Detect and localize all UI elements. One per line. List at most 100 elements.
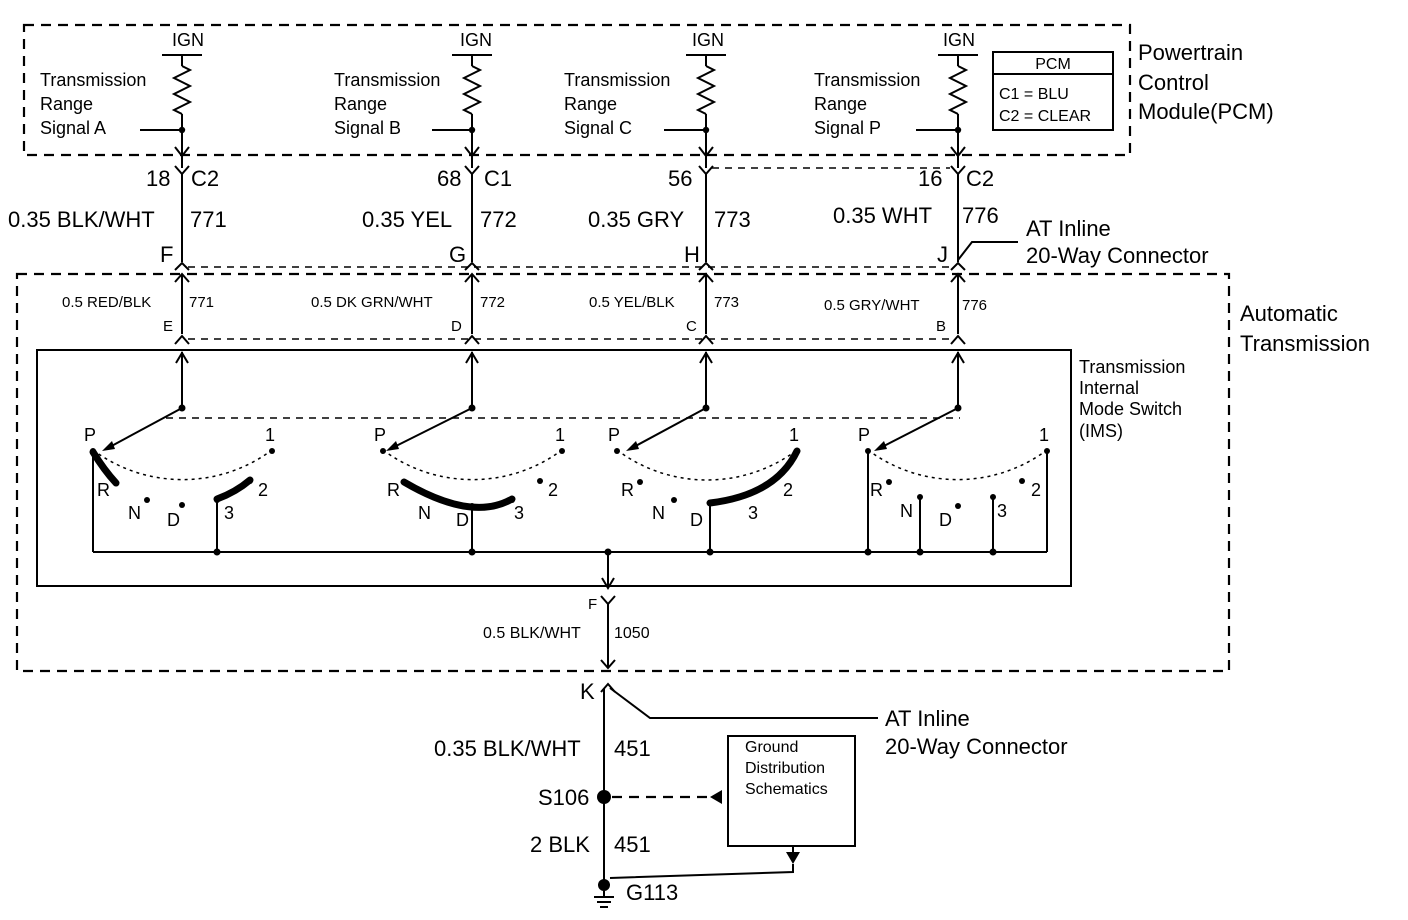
pull-up-resistor: [695, 65, 717, 115]
svg-text:Signal C: Signal C: [564, 118, 632, 138]
svg-text:1: 1: [555, 425, 565, 445]
trans-wire-b: 0.5 GRY/WHT 776 B: [824, 272, 987, 345]
svg-text:773: 773: [714, 207, 751, 232]
svg-text:C1: C1: [484, 166, 512, 191]
svg-text:18: 18: [146, 166, 170, 191]
svg-text:2: 2: [783, 480, 793, 500]
svg-text:(IMS): (IMS): [1079, 421, 1123, 441]
svg-text:R: R: [870, 480, 883, 500]
svg-text:N: N: [900, 501, 913, 521]
svg-text:451: 451: [614, 736, 651, 761]
svg-text:2: 2: [1031, 480, 1041, 500]
svg-text:R: R: [97, 480, 110, 500]
svg-text:451: 451: [614, 832, 651, 857]
svg-text:P: P: [84, 425, 96, 445]
svg-text:Transmission: Transmission: [1240, 331, 1370, 356]
ground-g113: G113: [594, 879, 678, 908]
svg-text:J: J: [937, 242, 948, 267]
svg-text:R: R: [387, 480, 400, 500]
svg-text:C: C: [686, 318, 697, 335]
svg-text:P: P: [608, 425, 620, 445]
trans-ground-wire: F 0.5 BLK/WHT 1050: [483, 595, 650, 670]
svg-text:Module(PCM): Module(PCM): [1138, 99, 1274, 124]
svg-text:776: 776: [962, 297, 987, 314]
trans-wire-e: 0.5 RED/BLK 771 E: [62, 272, 214, 345]
svg-text:D: D: [690, 510, 703, 530]
svg-text:G: G: [449, 242, 466, 267]
svg-text:Range: Range: [564, 94, 617, 114]
svg-text:C2: C2: [191, 166, 219, 191]
svg-text:0.35 BLK/WHT: 0.35 BLK/WHT: [434, 736, 581, 761]
trans-wire-c: 0.5 YEL/BLK 773 C: [589, 272, 739, 345]
signal-c-wire: 56 0.35 GRY 773 H: [588, 165, 751, 271]
svg-text:Mode Switch: Mode Switch: [1079, 399, 1182, 419]
svg-text:Internal: Internal: [1079, 378, 1139, 398]
signal-c-circuit: IGN Transmission Range Signal C: [564, 30, 726, 168]
svg-text:K: K: [580, 679, 595, 704]
svg-text:IGN: IGN: [172, 30, 204, 50]
svg-text:0.5 DK GRN/WHT: 0.5 DK GRN/WHT: [311, 294, 433, 311]
svg-text:3: 3: [748, 503, 758, 523]
signal-b-circuit: IGN Transmission Range Signal B: [334, 30, 492, 168]
svg-text:H: H: [684, 242, 700, 267]
svg-text:P: P: [858, 425, 870, 445]
svg-text:Signal P: Signal P: [814, 118, 881, 138]
ims-box: [36, 349, 1072, 587]
svg-text:AT Inline: AT Inline: [885, 706, 970, 731]
splice-s106: S106: [538, 785, 722, 810]
svg-text:771: 771: [190, 207, 227, 232]
svg-text:D: D: [451, 318, 462, 335]
signal-b-wire: 68 C1 0.35 YEL 772 G: [362, 165, 517, 271]
svg-text:0.35 GRY: 0.35 GRY: [588, 207, 685, 232]
signal-a-wire: 18 C2 0.35 BLK/WHT 771 F: [8, 165, 227, 271]
svg-text:R: R: [621, 480, 634, 500]
svg-text:Range: Range: [334, 94, 387, 114]
signal-a-circuit: IGN Transmission Range Signal A: [40, 30, 204, 168]
svg-text:D: D: [939, 510, 952, 530]
svg-text:Transmission: Transmission: [334, 70, 440, 90]
svg-text:AT Inline: AT Inline: [1026, 216, 1111, 241]
svg-text:0.35 BLK/WHT: 0.35 BLK/WHT: [8, 207, 155, 232]
svg-text:772: 772: [480, 294, 505, 311]
svg-text:S106: S106: [538, 785, 589, 810]
svg-text:1: 1: [265, 425, 275, 445]
svg-text:Transmission: Transmission: [564, 70, 670, 90]
transmission-title: Automatic Transmission: [1240, 301, 1370, 356]
pcm-title: Powertrain Control Module(PCM): [1138, 40, 1274, 124]
pin-arrow: [174, 146, 190, 158]
svg-text:Signal B: Signal B: [334, 118, 401, 138]
mode-switch-p: P R N D 3 2 1: [858, 351, 1050, 556]
svg-text:Signal A: Signal A: [40, 118, 106, 138]
svg-text:N: N: [418, 503, 431, 523]
svg-text:1: 1: [1039, 425, 1049, 445]
svg-text:D: D: [456, 510, 469, 530]
svg-text:Transmission: Transmission: [1079, 357, 1185, 377]
svg-text:Range: Range: [814, 94, 867, 114]
mode-switch-b: P R N D 3 2 1: [374, 351, 565, 556]
pin-arrow: [464, 146, 480, 158]
svg-text:G113: G113: [626, 880, 678, 905]
svg-text:0.5 GRY/WHT: 0.5 GRY/WHT: [824, 297, 920, 314]
pull-up-resistor: [947, 65, 969, 115]
ground-distribution-box: Ground Distribution Schematics: [609, 735, 856, 879]
svg-text:Powertrain: Powertrain: [1138, 40, 1243, 65]
svg-text:Transmission: Transmission: [814, 70, 920, 90]
svg-text:Automatic: Automatic: [1240, 301, 1338, 326]
ground-wire-451: 0.35 BLK/WHT 451 2 BLK 451: [434, 688, 651, 880]
svg-text:20-Way Connector: 20-Way Connector: [1026, 243, 1209, 268]
svg-text:1: 1: [789, 425, 799, 445]
pull-up-resistor: [171, 65, 193, 115]
svg-text:PCM: PCM: [1035, 56, 1071, 73]
svg-text:N: N: [128, 503, 141, 523]
svg-text:0.5 BLK/WHT: 0.5 BLK/WHT: [483, 625, 581, 642]
svg-text:776: 776: [962, 203, 999, 228]
svg-text:Ground: Ground: [745, 739, 798, 756]
inline-connector-k: K AT Inline 20-Way Connector: [580, 679, 1068, 759]
svg-text:Transmission: Transmission: [40, 70, 146, 90]
svg-text:0.35 WHT: 0.35 WHT: [833, 203, 932, 228]
svg-text:F: F: [160, 242, 173, 267]
signal-p-circuit: IGN Transmission Range Signal P: [814, 30, 978, 168]
svg-text:0.35 YEL: 0.35 YEL: [362, 207, 452, 232]
svg-text:Distribution: Distribution: [745, 760, 825, 777]
